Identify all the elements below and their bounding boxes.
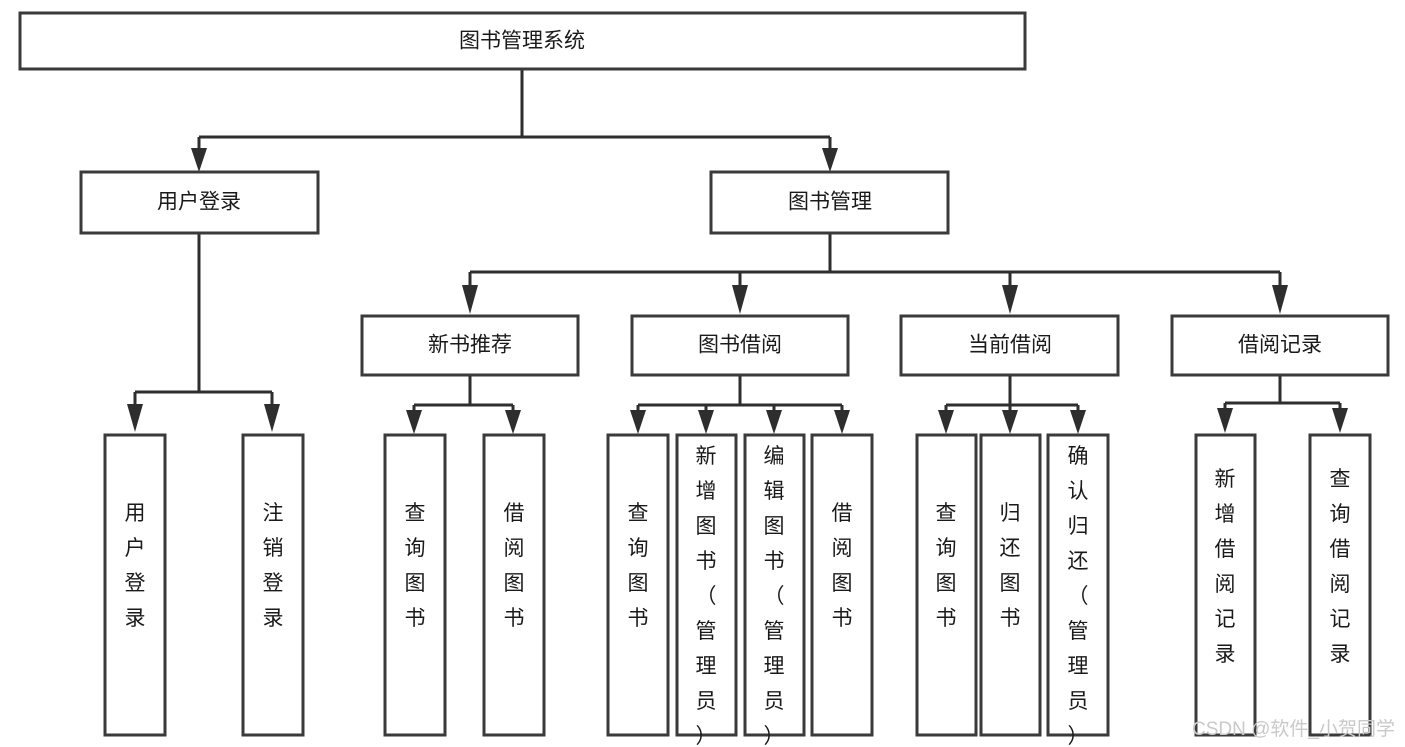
arrow-bb-leaf-2	[698, 410, 714, 434]
node-leaf-user-logout-label: 注销登录	[263, 502, 284, 630]
node-leaf-query-record[interactable]: 查询借阅记录	[1308, 433, 1372, 737]
node-book-manage-box[interactable]	[709, 170, 950, 235]
node-leaf-user-logout[interactable]: 注销登录	[241, 433, 305, 737]
node-book-borrow[interactable]: 图书借阅	[630, 314, 850, 377]
node-root-box[interactable]	[18, 11, 1027, 71]
node-leaf-query-book-2-label: 查询图书	[628, 502, 649, 630]
arrow-cb-leaf-1	[938, 410, 954, 434]
arrow-bm-to-borrow-record	[1272, 285, 1288, 314]
node-current-borrow[interactable]: 当前借阅	[899, 314, 1120, 377]
connector-group-new-book-recommend	[406, 375, 521, 434]
node-leaf-confirm-return-box[interactable]	[1046, 433, 1110, 737]
arrow-bm-to-new-book-recommend	[462, 285, 478, 314]
node-leaf-confirm-return-label: 确认归还（管理员）	[1068, 445, 1089, 747]
arrow-root-to-user-login	[191, 148, 207, 172]
connector-group-root	[191, 69, 838, 172]
node-leaf-borrow-book-1-box[interactable]	[482, 433, 546, 737]
arrow-bb-leaf-3	[766, 410, 782, 434]
node-root-label: 图书管理系统	[459, 30, 585, 53]
node-new-book-recommend-box[interactable]	[360, 314, 580, 377]
node-leaf-return-book[interactable]: 归还图书	[979, 433, 1042, 737]
arrow-cb-leaf-2	[1002, 410, 1018, 434]
arrow-bb-leaf-4	[834, 410, 850, 434]
node-leaf-user-login[interactable]: 用户登录	[103, 433, 167, 737]
node-leaf-query-book-3-label: 查询图书	[936, 502, 957, 630]
node-leaf-return-book-box[interactable]	[979, 433, 1042, 737]
node-borrow-record-box[interactable]	[1170, 314, 1390, 377]
arrow-bb-leaf-1	[630, 410, 646, 434]
arrow-bm-to-book-borrow	[732, 285, 748, 314]
node-new-book-recommend-label: 新书推荐	[428, 334, 512, 357]
node-leaf-user-login-box[interactable]	[103, 433, 167, 737]
node-current-borrow-box[interactable]	[899, 314, 1120, 377]
node-leaf-add-record-box[interactable]	[1194, 433, 1257, 737]
arrow-user-login-leaf-1	[127, 404, 143, 432]
node-root[interactable]: 图书管理系统	[18, 11, 1027, 71]
arrow-cb-leaf-3	[1070, 410, 1086, 434]
node-leaf-query-book-3-box[interactable]	[915, 433, 978, 737]
arrow-user-login-leaf-2	[264, 404, 280, 432]
node-user-login-box[interactable]	[79, 170, 320, 235]
node-leaf-query-book-2-box[interactable]	[606, 433, 670, 737]
arrow-nbr-leaf-1	[406, 410, 422, 434]
node-leaf-query-book-1[interactable]: 查询图书	[383, 433, 447, 737]
arrow-root-to-book-manage	[822, 148, 838, 172]
arrow-br-leaf-2	[1332, 408, 1348, 433]
node-leaf-add-book-label: 新增图书（管理员）	[696, 445, 717, 747]
node-borrow-record[interactable]: 借阅记录	[1170, 314, 1390, 377]
node-leaf-confirm-return[interactable]: 确认归还（管理员）	[1046, 433, 1110, 747]
arrow-bm-to-current-borrow	[1002, 285, 1018, 314]
node-user-login-label: 用户登录	[157, 191, 241, 214]
node-leaf-borrow-book-2-box[interactable]	[810, 433, 874, 737]
node-book-borrow-label: 图书借阅	[698, 334, 782, 357]
node-leaf-edit-book-label: 编辑图书（管理员）	[764, 445, 785, 747]
node-leaf-add-record[interactable]: 新增借阅记录	[1194, 433, 1257, 737]
connector-group-book-borrow	[630, 375, 850, 434]
node-leaf-borrow-book-1-label: 借阅图书	[504, 502, 525, 630]
node-leaf-query-book-1-box[interactable]	[383, 433, 447, 737]
node-leaf-query-book-2[interactable]: 查询图书	[606, 433, 670, 737]
connector-group-current-borrow	[938, 375, 1086, 434]
node-current-borrow-label: 当前借阅	[968, 334, 1052, 357]
connector-group-borrow-record	[1217, 375, 1348, 433]
node-leaf-borrow-book-2-label: 借阅图书	[832, 502, 853, 630]
node-leaf-add-record-label: 新增借阅记录	[1215, 468, 1236, 666]
node-book-manage[interactable]: 图书管理	[709, 170, 950, 235]
watermark-label: CSDN @软件_小贺同学	[1192, 718, 1395, 740]
node-leaf-borrow-book-2[interactable]: 借阅图书	[810, 433, 874, 737]
node-leaf-add-book-box[interactable]	[675, 433, 738, 737]
node-leaf-query-book-3[interactable]: 查询图书	[915, 433, 978, 737]
node-leaf-query-record-label: 查询借阅记录	[1330, 468, 1351, 666]
node-book-borrow-box[interactable]	[630, 314, 850, 377]
node-borrow-record-label: 借阅记录	[1238, 334, 1322, 357]
node-leaf-query-record-box[interactable]	[1308, 433, 1372, 737]
node-new-book-recommend[interactable]: 新书推荐	[360, 314, 580, 377]
arrow-nbr-leaf-2	[505, 410, 521, 434]
connector-group-book-manage	[462, 233, 1288, 314]
connector-group-user-login	[127, 233, 280, 432]
node-book-manage-label: 图书管理	[788, 191, 872, 214]
node-leaf-return-book-label: 归还图书	[1000, 502, 1021, 630]
node-leaf-user-login-label: 用户登录	[125, 502, 146, 630]
node-leaf-user-logout-box[interactable]	[241, 433, 305, 737]
node-leaf-edit-book-box[interactable]	[743, 433, 806, 737]
node-leaf-edit-book[interactable]: 编辑图书（管理员）	[743, 433, 806, 747]
arrow-br-leaf-1	[1217, 408, 1233, 433]
node-user-login[interactable]: 用户登录	[79, 170, 320, 235]
node-leaf-borrow-book-1[interactable]: 借阅图书	[482, 433, 546, 737]
node-leaf-query-book-1-label: 查询图书	[405, 502, 426, 630]
node-leaf-add-book[interactable]: 新增图书（管理员）	[675, 433, 738, 747]
